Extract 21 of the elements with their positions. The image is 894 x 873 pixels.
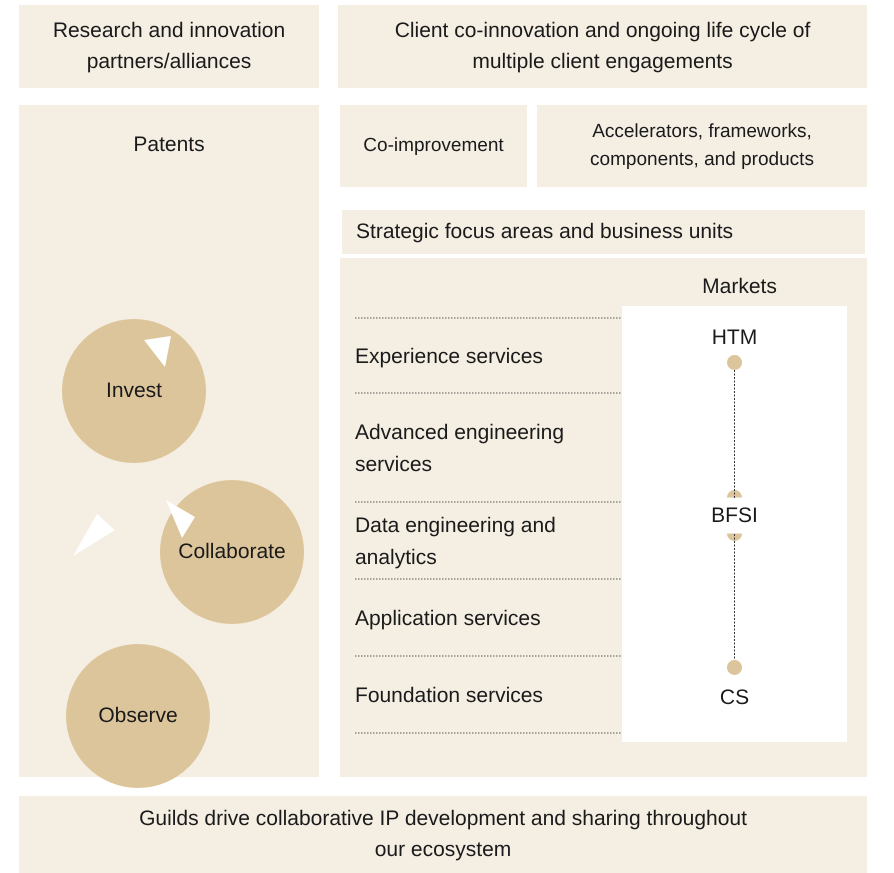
circle: Observe bbox=[66, 644, 210, 788]
market-marker: BFSI bbox=[622, 498, 847, 534]
heading-band: Strategic focus areas and business units bbox=[340, 208, 867, 256]
service-label: Experience services bbox=[355, 344, 544, 370]
text-box: Client co-innovation and ongoing life cycle of multiple client engagements bbox=[338, 5, 867, 88]
service-label: Foundation services bbox=[355, 683, 544, 709]
service-label: Data engineering and analytics bbox=[355, 513, 557, 571]
panel-heading: Patents bbox=[132, 133, 206, 157]
text-box: Guilds drive collaborative IP development and sharing throughout our ecosystem bbox=[19, 796, 867, 873]
service-label: Application services bbox=[355, 606, 542, 632]
markets-heading: Markets bbox=[701, 275, 778, 299]
text-box: Research and innovation partners/alliances bbox=[19, 5, 319, 88]
market-marker: HTM bbox=[622, 326, 847, 370]
text-box: Accelerators, frameworks, components, and products bbox=[537, 105, 867, 187]
text-box: Co-improvement bbox=[340, 105, 527, 187]
circle: Invest bbox=[62, 319, 206, 463]
service-label: Advanced engineering services bbox=[355, 420, 565, 478]
dotted-connector bbox=[734, 370, 735, 498]
dotted-connector bbox=[734, 534, 735, 660]
circle: Collaborate bbox=[160, 480, 304, 624]
market-marker: CS bbox=[622, 660, 847, 710]
